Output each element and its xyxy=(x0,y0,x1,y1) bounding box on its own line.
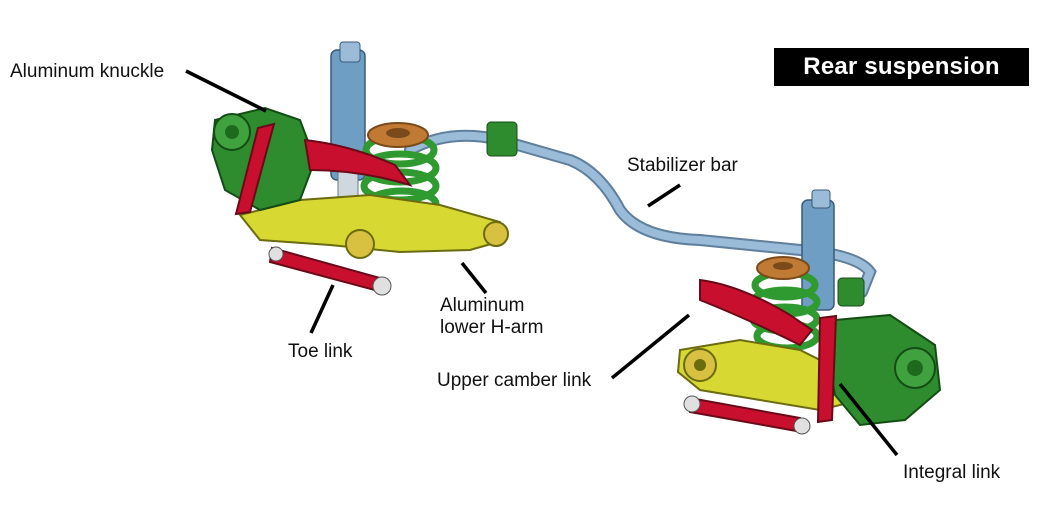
left-shock-absorber xyxy=(330,41,366,211)
left-toe-link xyxy=(268,246,392,296)
label-stabilizer-bar: Stabilizer bar xyxy=(627,155,738,176)
left-upper-camber-link xyxy=(303,138,413,187)
label-toe-link: Toe link xyxy=(288,341,353,362)
right-lower-h-arm xyxy=(676,338,861,412)
label-integral-link: Integral link xyxy=(903,462,1001,483)
leader-aluminum-knuckle xyxy=(185,69,267,113)
leader-integral-link xyxy=(838,382,899,457)
leader-lines xyxy=(185,69,899,457)
title-banner: Rear suspension xyxy=(774,48,1029,86)
left-integral-link xyxy=(234,122,276,216)
leader-upper-camber-link xyxy=(610,313,691,380)
label-aluminum-knuckle: Aluminum knuckle xyxy=(10,61,165,82)
label-lower-h-arm-line1: Aluminum xyxy=(440,295,525,316)
left-lower-h-arm xyxy=(238,193,509,259)
label-lower-h-arm-line2: lower H-arm xyxy=(440,317,544,338)
right-upper-camber-link xyxy=(699,278,814,347)
label-upper-camber-link: Upper camber link xyxy=(437,370,592,391)
leader-stabilizer-bar xyxy=(647,183,681,208)
leader-toe-link xyxy=(309,284,335,334)
right-integral-link xyxy=(816,314,838,424)
title-text: Rear suspension xyxy=(803,53,1000,80)
stabilizer-bar xyxy=(404,121,877,307)
leader-lower-h-arm xyxy=(460,261,488,295)
right-aluminum-knuckle xyxy=(826,313,942,427)
right-toe-link xyxy=(683,395,811,435)
